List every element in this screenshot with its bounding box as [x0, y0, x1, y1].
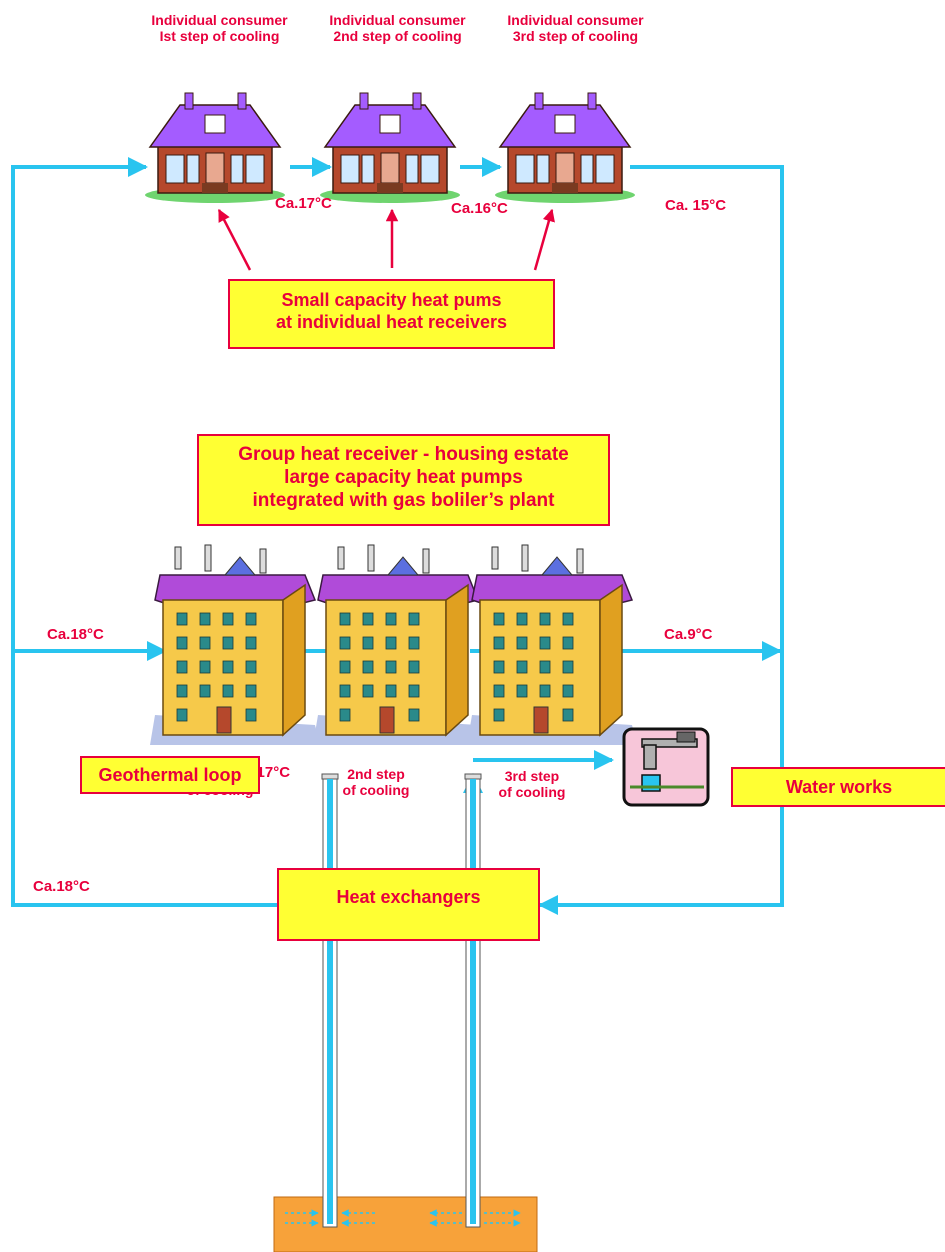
right-pipe — [538, 165, 784, 915]
heat-exchangers-box: Heat exchangers — [277, 868, 540, 941]
consumer-label-1: Individual consumer Ist step of cooling — [132, 12, 307, 44]
consumer-label-3: Individual consumer 3rd step of cooling — [488, 12, 663, 44]
box-line: Small capacity heat pums — [281, 290, 502, 310]
supply-well — [321, 773, 339, 1228]
consumer-label-2: Individual consumer 2nd step of cooling — [310, 12, 485, 44]
building-label-line: of cooling — [342, 782, 410, 799]
building-label-2: 2nd step of cooling — [316, 766, 436, 798]
building-label-line: of cooling — [498, 784, 566, 801]
consumer-label-line: 3rd step of cooling — [512, 28, 639, 45]
house-icon — [320, 92, 460, 203]
left-return-pipe — [11, 157, 278, 907]
pipe-network — [11, 157, 784, 946]
injection-well — [464, 773, 482, 1228]
consumer-label-line: Ist step of cooling — [159, 28, 280, 45]
box-line: large capacity heat pumps — [284, 466, 523, 488]
temp-label-17-top: Ca.17°C — [275, 195, 332, 212]
consumer-label-line: 2nd step of cooling — [333, 28, 462, 45]
house-icon — [145, 92, 285, 203]
box-line: Group heat receiver - housing estate — [238, 444, 569, 465]
group-heat-receiver-box: Group heat receiver - housing estate lar… — [197, 434, 610, 526]
apartment-building-icon — [467, 544, 637, 745]
building-label-line: 3rd step — [504, 768, 560, 784]
temp-label-9-mid: Ca.9°C — [664, 626, 713, 643]
house-icon — [495, 92, 635, 203]
apartment-building-icon — [150, 544, 320, 745]
temp-label-18-mid: Ca.18°C — [47, 626, 104, 643]
small-heat-pumps-box: Small capacity heat pums at individual h… — [228, 279, 555, 349]
consumer-label-line: Individual consumer — [329, 12, 466, 28]
ground-block — [273, 1196, 538, 1252]
geothermal-loop-box: Geothermal loop — [80, 756, 260, 794]
water-works-box: Water works — [731, 767, 945, 807]
consumer-label-line: Individual consumer — [507, 12, 644, 28]
temp-label-16-top: Ca.16°C — [451, 200, 508, 217]
water-tap-icon — [622, 727, 710, 807]
box-line: at individual heat receivers — [275, 311, 508, 332]
temp-label-15-right: Ca. 15°C — [665, 197, 727, 214]
building-label-3: 3rd step of cooling — [472, 768, 592, 800]
apartment-building-icon — [313, 544, 483, 745]
consumer-label-line: Individual consumer — [151, 12, 288, 28]
temp-label-18-bottom: Ca.18°C — [33, 878, 90, 895]
heat-pump-arrows — [217, 208, 555, 271]
groundwater-flow-arrows — [285, 1209, 521, 1227]
box-line: integrated with gas boliler’s plant — [252, 489, 555, 511]
building-label-line: 2nd step — [347, 766, 405, 782]
